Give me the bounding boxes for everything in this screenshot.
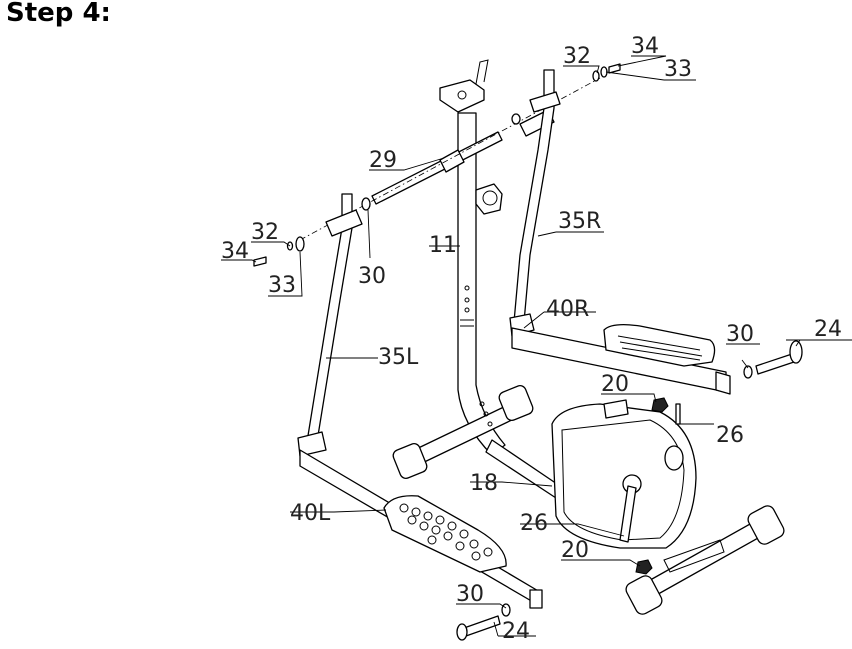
- label-40l: 40L: [290, 501, 331, 526]
- label-34-left: 34: [221, 239, 249, 264]
- left-pedal-grip-pattern: [399, 503, 493, 561]
- part-labels: 32 34 33 29 35R 11 32 34 33 30 35L 40R 3…: [221, 34, 842, 644]
- right-handle-arm-part-35r: [509, 69, 561, 337]
- label-11: 11: [429, 233, 457, 258]
- label-33-left: 33: [268, 273, 296, 298]
- crank-axle: [392, 385, 534, 479]
- label-40r: 40R: [546, 297, 589, 322]
- label-18: 18: [470, 471, 498, 496]
- label-20-bottom: 20: [561, 538, 589, 563]
- main-post-part-11: [439, 59, 506, 456]
- drive-housing: [551, 399, 697, 549]
- label-35r: 35R: [558, 209, 601, 234]
- label-30-right: 30: [726, 322, 754, 347]
- label-20-top: 20: [601, 372, 629, 397]
- label-29: 29: [369, 148, 397, 173]
- label-24-bottom: 24: [502, 619, 530, 644]
- rear-stabilizer: [625, 505, 785, 615]
- left-foot-rail-part-40l: [299, 449, 543, 609]
- label-24-right: 24: [814, 317, 842, 342]
- leader-lines: [221, 55, 852, 637]
- label-30-bottom: 30: [456, 582, 484, 607]
- label-32-left: 32: [251, 220, 279, 245]
- label-34-right: 34: [631, 34, 659, 59]
- left-handle-arm-part-35l: [297, 193, 363, 457]
- label-33-right: 33: [664, 57, 692, 82]
- hardware-items: [253, 63, 803, 641]
- label-32-right: 32: [563, 44, 591, 69]
- label-26-top: 26: [716, 423, 744, 448]
- label-35l: 35L: [378, 345, 419, 370]
- label-30-left: 30: [358, 264, 386, 289]
- right-foot-rail-part-40r: [511, 324, 731, 395]
- step-title: Step 4:: [6, 0, 111, 28]
- label-26-bottom: 26: [520, 511, 548, 536]
